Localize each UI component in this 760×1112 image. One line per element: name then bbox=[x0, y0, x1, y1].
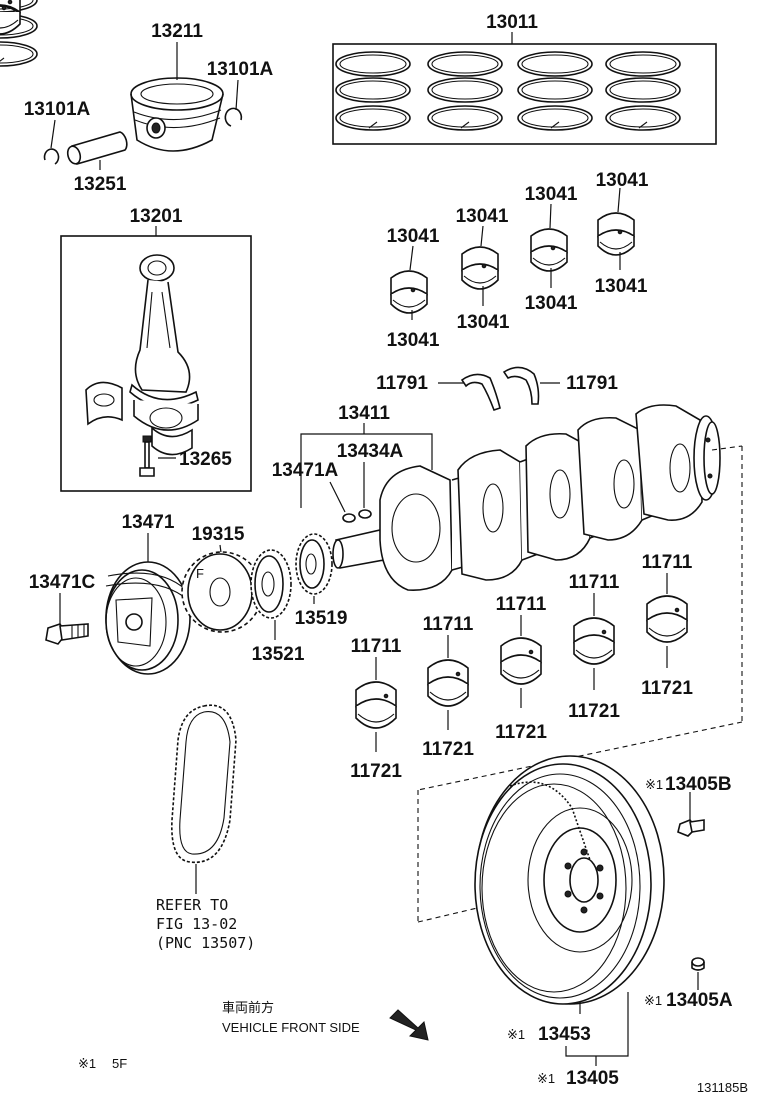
label-19315: 19315 bbox=[192, 524, 245, 545]
label-11721-d: 11721 bbox=[568, 701, 620, 722]
label-13041-a: 13041 bbox=[387, 226, 440, 247]
note-mark-13405: ※1 bbox=[537, 1071, 555, 1086]
crank-timing-gear[interactable]: F bbox=[181, 551, 263, 633]
svg-text:F: F bbox=[196, 566, 204, 581]
label-13041-e: 13041 bbox=[525, 184, 578, 205]
main-bearing-pair-2[interactable] bbox=[427, 659, 469, 707]
label-13471C: 13471C bbox=[29, 572, 96, 593]
label-11721-c: 11721 bbox=[495, 722, 547, 743]
conrod-bolt[interactable] bbox=[139, 435, 155, 477]
label-11721-a: 11721 bbox=[350, 761, 402, 782]
label-13211: 13211 bbox=[151, 21, 203, 42]
label-13101A-left: 13101A bbox=[24, 99, 91, 120]
timing-chain[interactable] bbox=[171, 704, 237, 864]
label-13521: 13521 bbox=[252, 644, 305, 665]
crank-sprocket[interactable] bbox=[250, 549, 292, 619]
figure-id: 131185B bbox=[697, 1080, 748, 1095]
label-13405A: 13405A bbox=[666, 990, 733, 1011]
label-13411: 13411 bbox=[338, 403, 390, 424]
note-mark-13453: ※1 bbox=[507, 1027, 525, 1042]
crankshaft[interactable] bbox=[332, 404, 721, 591]
front-direction-arrow-icon bbox=[389, 1009, 429, 1041]
label-11791-left: 11791 bbox=[376, 373, 428, 394]
label-11711-a: 11711 bbox=[351, 636, 402, 657]
main-bearing-pair-5[interactable] bbox=[646, 595, 688, 643]
label-13265: 13265 bbox=[179, 449, 232, 470]
chain-ref-line3[interactable]: (PNC 13507) bbox=[156, 934, 255, 952]
piston[interactable] bbox=[130, 77, 224, 152]
label-13041-b: 13041 bbox=[387, 330, 440, 351]
bearing-pair-3[interactable] bbox=[530, 228, 568, 272]
woodruff-key-2[interactable] bbox=[358, 509, 372, 519]
piston-ring-set[interactable] bbox=[0, 0, 717, 145]
conrod-bearing-upper[interactable] bbox=[85, 381, 123, 426]
label-13011: 13011 bbox=[486, 12, 538, 33]
thrust-washer-left[interactable] bbox=[460, 373, 501, 412]
snap-ring-right[interactable] bbox=[224, 107, 243, 127]
chain-ref-line2: FIG 13-02 bbox=[156, 915, 237, 933]
oil-pump-drive-sprocket[interactable] bbox=[295, 533, 333, 595]
thrust-washer-right[interactable] bbox=[502, 366, 540, 405]
label-13251: 13251 bbox=[74, 174, 127, 195]
ring-gear[interactable] bbox=[509, 781, 591, 861]
label-11711-e: 11711 bbox=[642, 552, 693, 573]
flywheel[interactable] bbox=[474, 755, 665, 1005]
note-mark-13405B: ※1 bbox=[645, 777, 663, 792]
main-bearing-pair-3[interactable] bbox=[500, 637, 542, 685]
label-13041-f: 13041 bbox=[525, 293, 578, 314]
woodruff-key-1[interactable] bbox=[342, 513, 356, 523]
label-13405: 13405 bbox=[566, 1068, 619, 1089]
label-13405B: 13405B bbox=[665, 774, 732, 795]
snap-ring-left[interactable] bbox=[43, 148, 60, 165]
label-11721-e: 11721 bbox=[641, 678, 693, 699]
label-13471A: 13471A bbox=[272, 460, 339, 481]
label-11711-b: 11711 bbox=[423, 614, 474, 635]
footnote-value: 5F bbox=[112, 1056, 127, 1071]
piston-pin[interactable] bbox=[66, 131, 128, 165]
footnote-mark: ※1 bbox=[78, 1056, 96, 1071]
label-13201: 13201 bbox=[130, 206, 183, 227]
label-13453: 13453 bbox=[538, 1024, 591, 1045]
label-13041-c: 13041 bbox=[456, 206, 509, 227]
connecting-rod[interactable] bbox=[129, 254, 199, 431]
label-13471: 13471 bbox=[122, 512, 175, 533]
crankshaft-pulley[interactable] bbox=[105, 561, 191, 675]
label-11711-d: 11711 bbox=[569, 572, 620, 593]
chain-ref-line1: REFER TO bbox=[156, 896, 228, 914]
flywheel-bolt[interactable] bbox=[677, 819, 705, 837]
flywheel-dowel[interactable] bbox=[691, 957, 705, 971]
pulley-bolt[interactable] bbox=[45, 623, 89, 645]
label-13041-d: 13041 bbox=[457, 312, 510, 333]
conrod-bearing-lower[interactable] bbox=[151, 426, 193, 456]
bearing-pair-4[interactable] bbox=[597, 212, 635, 256]
note-mark-13405A: ※1 bbox=[644, 993, 662, 1008]
label-13041-g: 13041 bbox=[596, 170, 649, 191]
label-13041-h: 13041 bbox=[595, 276, 648, 297]
label-11711-c: 11711 bbox=[496, 594, 547, 615]
label-13519: 13519 bbox=[295, 608, 348, 629]
front-label-en: VEHICLE FRONT SIDE bbox=[222, 1020, 360, 1035]
main-bearing-pair-1[interactable] bbox=[355, 681, 397, 729]
front-label-jp: 車両前方 bbox=[222, 1000, 274, 1015]
bearing-pair-1[interactable] bbox=[390, 270, 428, 314]
label-11721-b: 11721 bbox=[422, 739, 474, 760]
main-bearing-pair-4[interactable] bbox=[573, 617, 615, 665]
label-13434A: 13434A bbox=[337, 441, 404, 462]
bearing-pair-2[interactable] bbox=[461, 246, 499, 290]
label-13101A-right: 13101A bbox=[207, 59, 274, 80]
label-11791-right: 11791 bbox=[566, 373, 618, 394]
